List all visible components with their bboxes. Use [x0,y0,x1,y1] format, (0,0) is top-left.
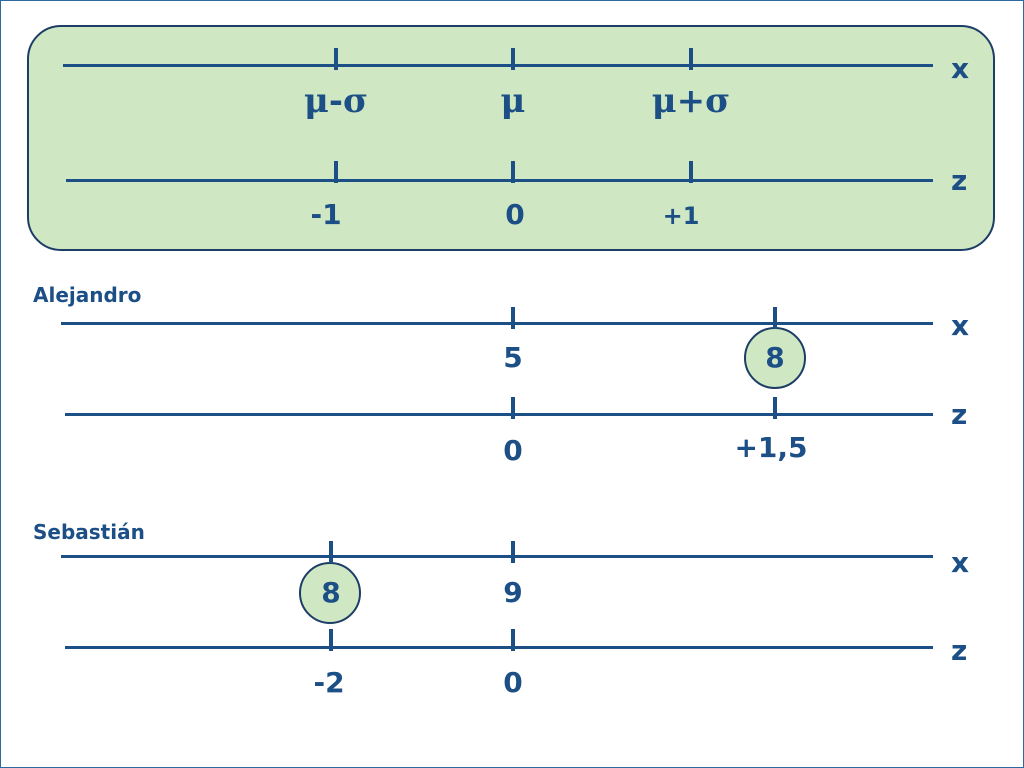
sebastian-highlight-circle [299,562,361,624]
label-mu-plus-sigma: μ+σ [651,81,731,121]
tick-z-plus-1 [689,161,693,183]
tick-z-0 [511,161,515,183]
alejandro-label-z-0: 0 [503,434,523,467]
alejandro-z-axis-name: z [951,398,968,431]
sebastian-z-line [65,646,933,649]
label-z-0: 0 [505,198,525,231]
alejandro-tick-z-1-5 [773,397,777,419]
alejandro-label-z-1-5: +1,5 [734,431,808,464]
reference-z-line [66,179,933,182]
reference-x-line [63,64,933,67]
label-mu: μ [500,81,526,121]
sebastian-tick-z-0 [511,629,515,651]
sebastian-label-8: 8 [321,576,341,609]
alejandro-highlight-circle [744,327,806,389]
alejandro-tick-z-0 [511,397,515,419]
tick-mu [511,48,515,70]
sebastian-z-axis-name: z [951,634,968,667]
label-z-plus-1: +1 [662,202,700,230]
sebastian-tick-8 [329,541,333,563]
sebastian-x-axis-name: x [951,546,970,579]
sebastian-tick-z-minus-2 [329,629,333,651]
sebastian-label: Sebastián [33,520,145,544]
alejandro-x-axis-name: x [951,309,970,342]
alejandro-label: Alejandro [33,283,142,307]
tick-z-minus-1 [334,161,338,183]
reference-x-axis-name: x [951,52,970,85]
alejandro-label-5: 5 [503,341,523,374]
sebastian-label-9: 9 [503,576,523,609]
sebastian-label-z-0: 0 [503,666,523,699]
tick-mu-plus-sigma [689,48,693,70]
alejandro-z-line [65,413,933,416]
sebastian-label-z-minus-2: -2 [313,666,345,699]
label-mu-minus-sigma: μ-σ [303,81,369,121]
tick-mu-minus-sigma [334,48,338,70]
reference-z-axis-name: z [951,164,968,197]
alejandro-tick-5 [511,307,515,329]
label-z-minus-1: -1 [310,198,342,231]
alejandro-tick-8 [773,307,777,329]
alejandro-label-8: 8 [765,341,785,374]
sebastian-x-line [61,555,933,558]
alejandro-x-line [61,322,933,325]
sebastian-tick-9 [511,541,515,563]
